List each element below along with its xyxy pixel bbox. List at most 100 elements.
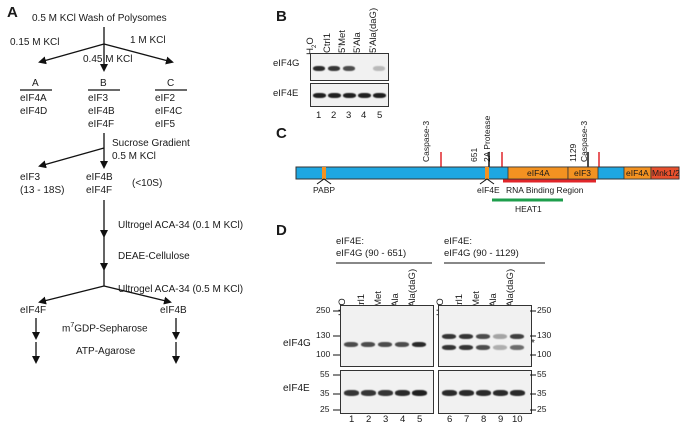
pabp-pointer [316,178,332,185]
lane-number-b: 4 [361,110,367,121]
mw-marker: 35 [537,388,547,398]
blot-band [373,65,385,71]
blot-band [377,390,393,396]
blot-d-left-eif4g [340,305,434,367]
mw-marker: 55 [320,369,330,379]
ultrogel-step-1: Ultrogel ACA-34 (0.1 M KCl) [118,220,244,231]
m7-prefix: m [62,323,71,335]
eif4b-fraction: eIF4B [86,172,113,183]
m7-suffix: GDP-Sepharose [74,323,148,335]
mnk-domain [650,166,680,180]
mw-marker: 25 [320,404,330,414]
m7-superscript: 7 [70,322,75,329]
blot-band [476,344,490,350]
eif3-fraction: eIF3 [20,172,41,183]
lane-number-d: 4 [400,414,406,425]
row-label-eif4g: eIF4G [273,58,300,69]
blot-band [361,341,375,347]
blot-band [442,344,456,350]
row-label-eif4e-d: eIF4E [283,383,310,394]
blot-b-eif4e [310,83,389,107]
mw-marker: 250 [316,305,331,315]
blot-band [509,390,525,396]
eif4e-site [485,167,489,179]
fraction-c-name: C [167,78,175,89]
pabp-label: PABP [313,185,336,195]
fraction-c-item: eIF4C [155,106,183,117]
right-blot-title: eIF4E: [444,236,472,247]
blot-band [394,390,410,396]
lane-number-b: 2 [331,110,337,121]
mw-marker: 25 [537,404,547,414]
blot-band [459,333,473,339]
blot-d-right-eif4g [438,305,532,367]
left-blot-title: eIF4E: [336,236,364,247]
eif4e-site-label: eIF4E [477,185,500,195]
lane-number-d: 7 [464,414,470,425]
ultrogel-step-2: Ultrogel ACA-34 (0.5 M KCl) [118,284,244,295]
blot-band [493,333,507,339]
blot-band [476,333,490,339]
output-eif4b: eIF4B [160,305,187,316]
pabp-site [322,167,326,179]
lane-number-d: 5 [417,414,423,425]
fraction-b-item: eIF4F [88,119,115,130]
branch-right-label: 1 M KCl [130,35,166,46]
left-blot-subtitle: eIF4G (90 - 651) [336,248,407,259]
blot-band [312,92,326,98]
output-eif4f: eIF4F [20,305,47,316]
branch-mid-label: 0.45 M KCl [83,54,133,65]
blot-band [510,333,524,339]
branch-left-label: 0.15 M KCl [10,37,60,48]
blot-band [342,92,356,98]
rna-binding-label: RNA Binding Region [506,185,584,195]
blot-band [378,341,392,347]
blot-band [313,65,325,71]
lane-number-d: 1 [349,414,355,425]
blot-band [492,390,508,396]
deae-step: DEAE-Cellulose [118,251,190,262]
nonspecific-band-star: * [531,338,535,349]
lane-number-b: 3 [346,110,352,121]
eif4f-fraction: eIF4F [86,185,113,196]
atp-agarose-step: ATP-Agarose [76,346,136,357]
eif3-domain [567,166,599,180]
fraction-a-name: A [32,78,39,89]
blot-band [412,341,426,347]
eif3-sedimentation: (13 - 18S) [20,185,65,196]
blot-band [343,390,359,396]
panel-d-label: D [276,222,287,239]
domain-eif4a-label: eIF4A [626,168,649,178]
right-blot-subtitle: eIF4G (90 - 1129) [444,248,519,259]
sucrose-gradient-text: Sucrose Gradient [112,138,190,149]
blot-d-left-eif4e [340,370,434,414]
blot-d-right-eif4e [438,370,532,414]
blot-band [441,390,457,396]
fraction-a-item: eIF4D [20,106,48,117]
blot-band [459,344,473,350]
sedimentation-lt10: (<10S) [132,178,163,189]
blot-band [475,390,491,396]
blot-band [493,344,507,350]
blot-band [458,390,474,396]
lane-number-d: 2 [366,414,372,425]
lane-number-b: 5 [377,110,383,121]
lane-number-d: 3 [383,414,389,425]
mw-marker: 130 [316,330,331,340]
blot-band [395,341,409,347]
blot-band [343,65,355,71]
mw-marker: 100 [537,349,552,359]
sucrose-kcl-text: 0.5 M KCl [112,151,156,162]
fraction-b-item: eIF4B [88,106,115,117]
blot-b-eif4g [310,53,389,81]
blot-band [357,92,371,98]
mw-marker: 55 [537,369,547,379]
mw-marker: 250 [537,305,552,315]
m7gdp-sepharose-step: m7GDP-Sepharose [62,322,148,334]
mw-marker: 35 [320,388,330,398]
blot-band [344,341,358,347]
